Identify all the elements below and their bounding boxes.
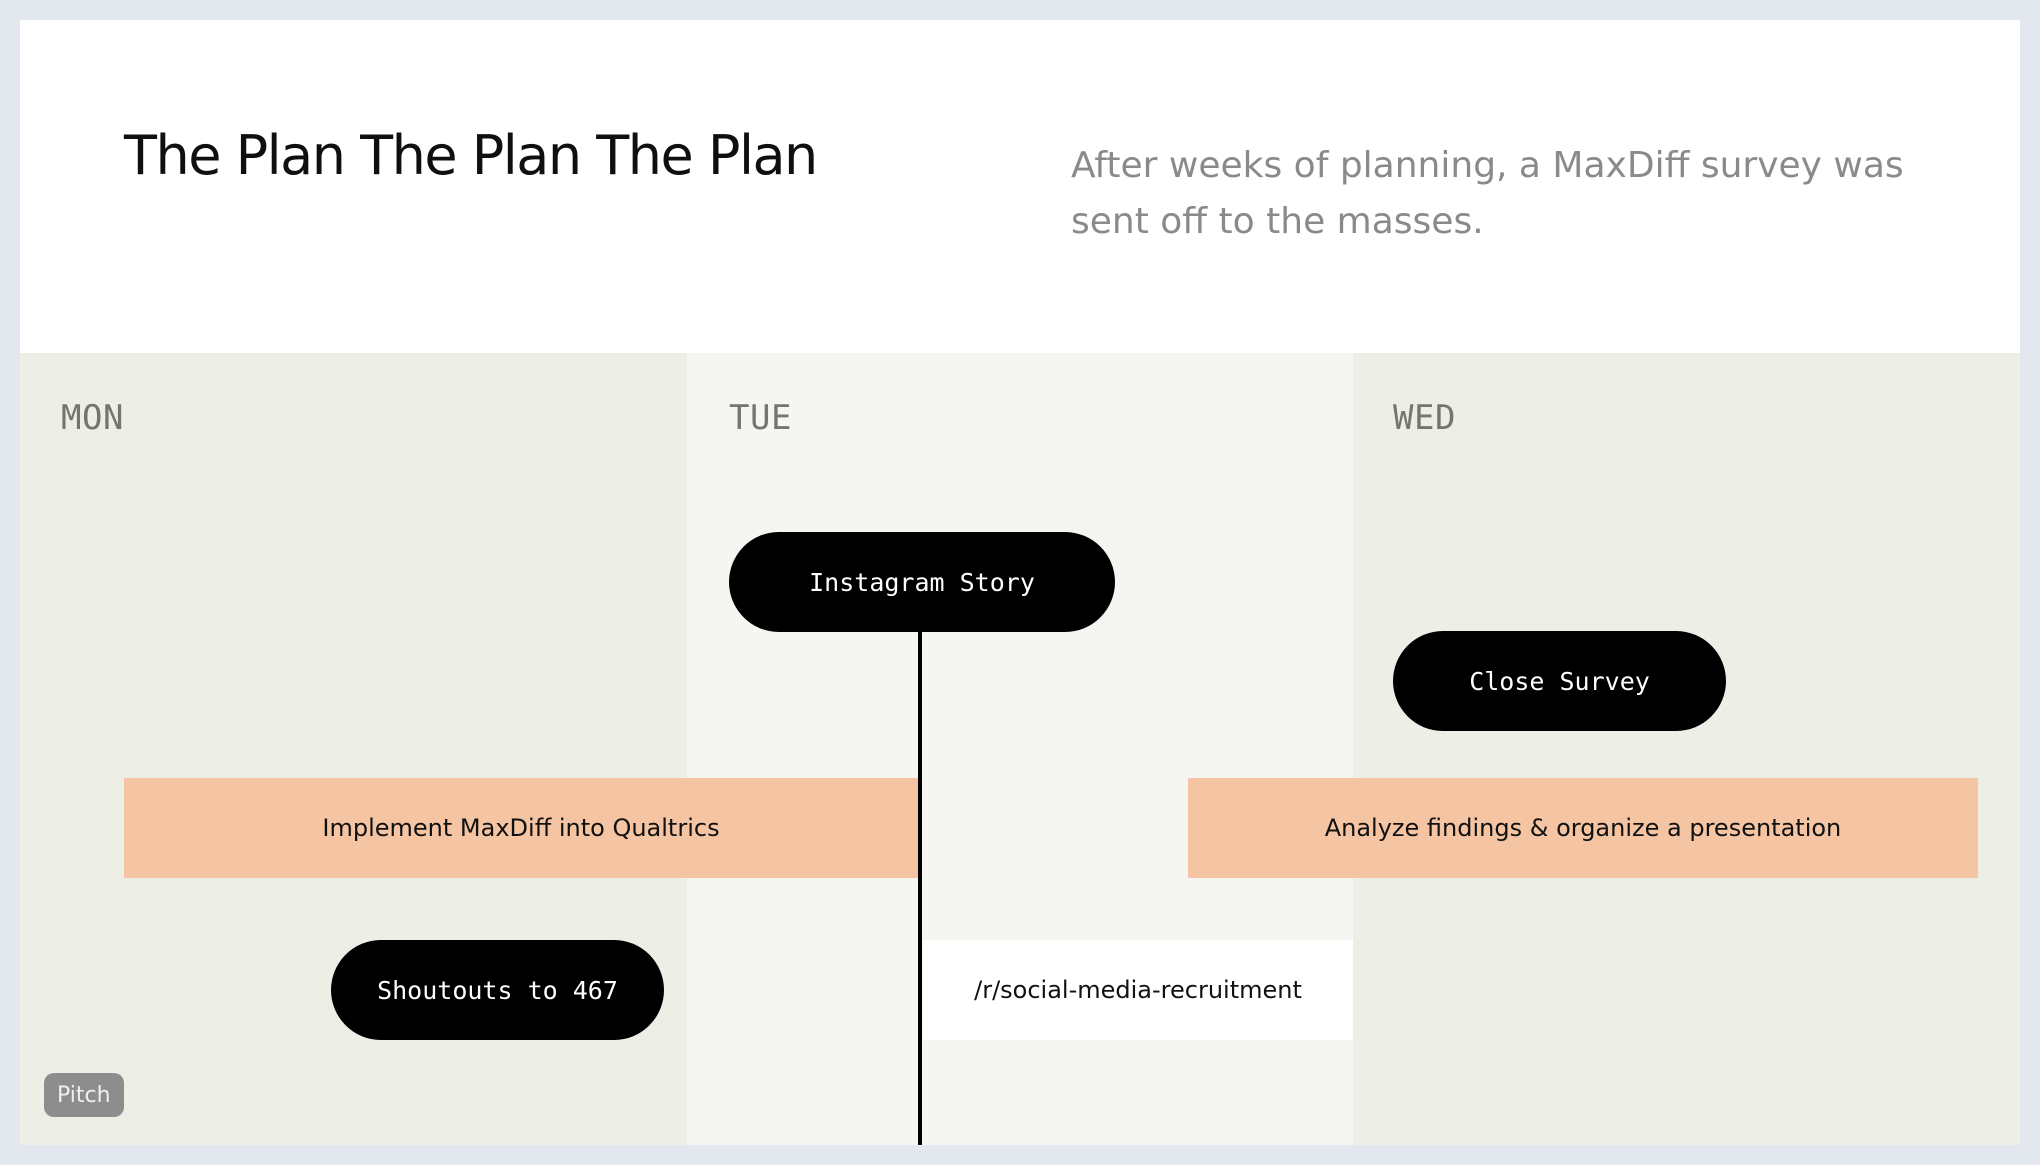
day-label-mon: MON <box>61 398 124 438</box>
timeline-divider-line <box>918 630 922 1145</box>
slide-title: The Plan The Plan The Plan <box>124 124 818 187</box>
slide-subtitle: After weeks of planning, a MaxDiff surve… <box>1071 145 1904 242</box>
reddit-recruitment-box: /r/social-media-recruitment <box>923 940 1353 1040</box>
pitch-badge[interactable]: Pitch <box>44 1073 124 1117</box>
close-survey-pill[interactable]: Close Survey <box>1393 631 1726 731</box>
slide: The Plan The Plan The Plan After weeks o… <box>20 20 2020 1145</box>
implement-maxdiff-bar: Implement MaxDiff into Qualtrics <box>124 778 918 878</box>
day-label-tue: TUE <box>729 398 792 438</box>
instagram-story-pill[interactable]: Instagram Story <box>729 532 1115 632</box>
column-wed: WED <box>1353 353 2020 1145</box>
shoutouts-pill[interactable]: Shoutouts to 467 <box>331 940 664 1040</box>
analyze-findings-bar: Analyze findings & organize a presentati… <box>1188 778 1978 878</box>
day-label-wed: WED <box>1393 398 1456 438</box>
